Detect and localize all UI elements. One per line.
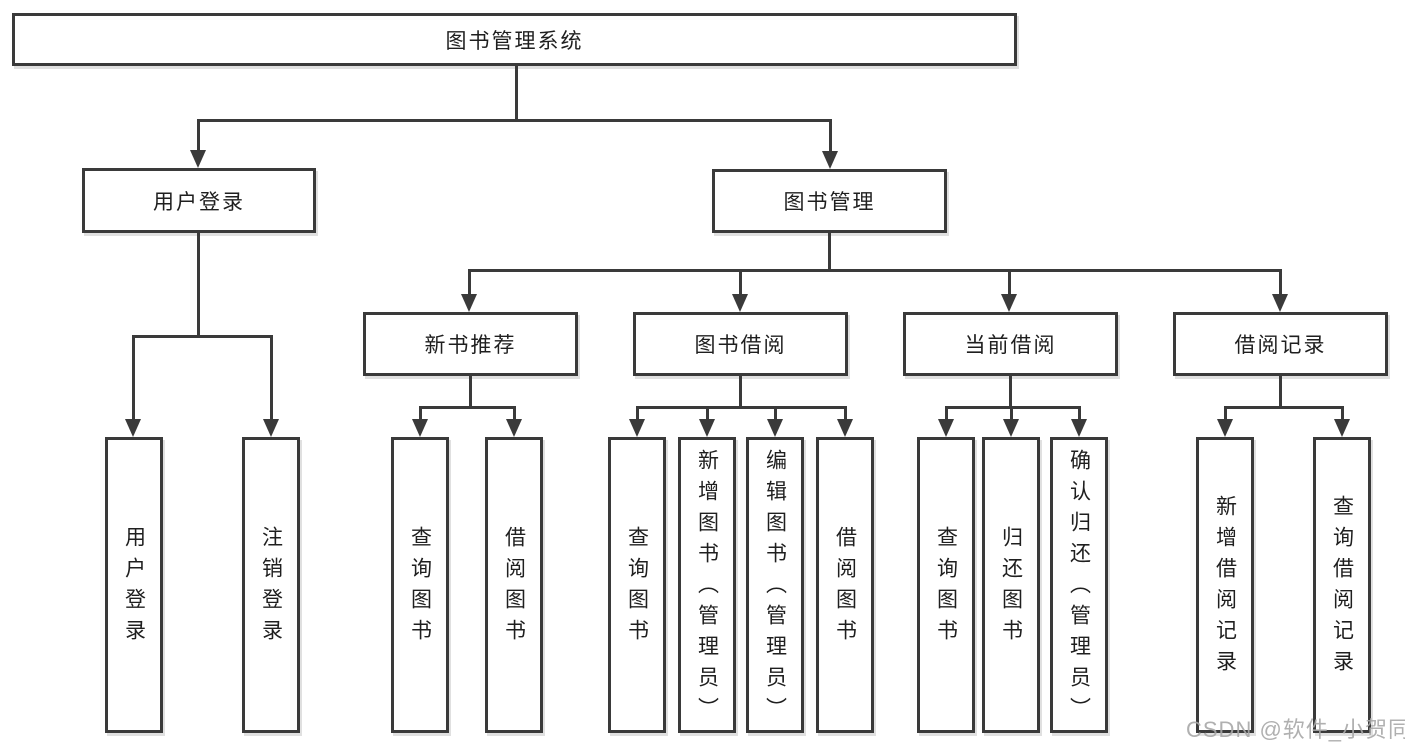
arrow-down-icon [938,419,954,437]
connector-drop-book-management [829,119,832,153]
arrow-down-icon [767,419,783,437]
leaf-edit-book-admin: 编辑图书（管理员） [746,437,804,733]
connector-drop-leaf [774,406,777,421]
connector-group-trunk [469,376,472,408]
connector-drop-leaf [270,335,273,420]
node-user-login: 用户登录 [82,168,316,233]
connector-drop-leaf [513,406,516,421]
connector-drop-user-login [197,119,200,152]
arrow-down-icon [461,294,477,312]
arrow-down-icon [699,419,715,437]
arrow-down-icon [1217,419,1233,437]
connector-drop-leaf [636,406,639,421]
connector-drop-level3 [1008,269,1011,296]
leaf-query-books-2: 查询图书 [608,437,666,733]
leaf-return-book: 归还图书 [982,437,1040,733]
connector-level3-bar [468,269,1281,272]
connector-drop-level3 [1279,269,1282,296]
node-borrow-records: 借阅记录 [1173,312,1388,376]
connector-group-bar [1224,406,1343,409]
connector-drop-leaf [1341,406,1344,421]
node-book-borrow: 图书借阅 [633,312,848,376]
connector-drop-level3 [468,269,471,296]
connector-drop-leaf [706,406,709,421]
connector-root-trunk [515,66,518,121]
connector-drop-leaf [1224,406,1227,421]
arrow-down-icon [1071,419,1087,437]
connector-drop-leaf [844,406,847,421]
arrow-down-icon [412,419,428,437]
connector-group-trunk [739,376,742,408]
connector-drop-leaf [132,335,135,420]
leaf-add-borrow-record: 新增借阅记录 [1196,437,1254,733]
arrow-down-icon [1001,294,1017,312]
arrow-down-icon [1003,419,1019,437]
leaf-add-book-admin: 新增图书（管理员） [678,437,736,733]
node-current-borrow: 当前借阅 [903,312,1118,376]
arrow-down-icon [732,294,748,312]
connector-book-management-trunk [828,233,831,271]
connector-group-bar [419,406,515,409]
connector-drop-leaf [1078,406,1081,421]
connector-group-trunk [1279,376,1282,408]
leaf-user-login: 用户登录 [105,437,163,733]
node-root: 图书管理系统 [12,13,1017,66]
leaf-query-borrow-record: 查询借阅记录 [1313,437,1371,733]
connector-drop-level3 [739,269,742,296]
node-book-management: 图书管理 [712,169,947,233]
connector-group-trunk [1009,376,1012,408]
connector-user-login-bar [132,335,273,338]
arrow-down-icon [190,150,206,168]
leaf-logout: 注销登录 [242,437,300,733]
arrow-down-icon [837,419,853,437]
csdn-watermark: CSDN @软件_小贺同学 [1186,717,1405,742]
arrow-down-icon [629,419,645,437]
arrow-down-icon [1272,294,1288,312]
arrow-down-icon [263,419,279,437]
leaf-borrow-books-2: 借阅图书 [816,437,874,733]
connector-user-login-trunk [197,233,200,337]
connector-drop-leaf [945,406,948,421]
arrow-down-icon [822,151,838,169]
arrow-down-icon [1334,419,1350,437]
leaf-borrow-books-1: 借阅图书 [485,437,543,733]
connector-drop-leaf [419,406,422,421]
node-new-book-recommend: 新书推荐 [363,312,578,376]
leaf-query-books-3: 查询图书 [917,437,975,733]
connector-group-bar [945,406,1080,409]
arrow-down-icon [506,419,522,437]
connector-level2-bar [197,119,831,122]
leaf-query-books-1: 查询图书 [391,437,449,733]
leaf-confirm-return-admin: 确认归还（管理员） [1050,437,1108,733]
connector-group-bar [636,406,846,409]
connector-drop-leaf [1010,406,1013,421]
arrow-down-icon [125,419,141,437]
